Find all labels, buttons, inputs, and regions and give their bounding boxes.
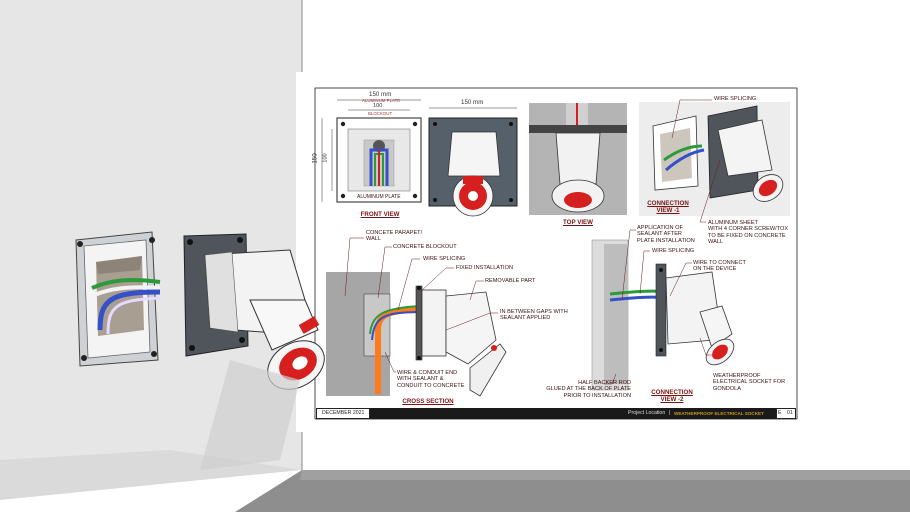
- dim-plate-width: 150 mm: [461, 99, 484, 106]
- titleblock-date: DECEMBER 2021: [322, 410, 365, 416]
- title-front-view: FRONT VIEW: [360, 211, 400, 218]
- title-cross-section: CROSS SECTION: [402, 398, 454, 405]
- socket-shadow: [200, 360, 300, 470]
- dim-width-inner: 100: [373, 103, 383, 109]
- label-wire-conduit-end: WIRE & CONDUIT END WITH SEALANT & CONDUI…: [397, 370, 465, 389]
- dim-height-inner: 100: [322, 153, 329, 163]
- dim-aluminum-plate-small: ALUMINUM PLATE: [362, 98, 401, 103]
- plate-front-view-drawing: [428, 107, 518, 217]
- model-blockout-box: [75, 231, 161, 367]
- dim-blockout-small: BLOCKOUT: [368, 111, 393, 116]
- drawing-frame: [314, 87, 798, 420]
- label-weatherproof-socket: WEATHERPROOF ELECTRICAL SOCKET FOR GONDO…: [713, 373, 786, 392]
- label-removable-part: REMOVABLE PART: [485, 278, 536, 284]
- titleblock-number: 01: [787, 410, 793, 416]
- titleblock-separator: |: [669, 410, 671, 416]
- label-concrete-parapet: CONCETE PARAPET/ WALL: [366, 230, 423, 243]
- titleblock-project: Project Location: [628, 410, 666, 416]
- label-wire-splicing-c2: WIRE SPLICING: [652, 248, 695, 254]
- title-connection-view-2: CONNECTION VIEW -2: [651, 389, 693, 403]
- dim-width-outer: 150 mm: [369, 91, 392, 98]
- cross-section-drawing: [326, 272, 507, 397]
- title-top-view: TOP VIEW: [562, 219, 594, 226]
- titleblock-sheet: E: [778, 410, 782, 416]
- label-fixed-installation: FIXED INSTALLATION: [456, 265, 513, 271]
- titleblock-date-cell: [316, 408, 370, 419]
- model-socket: [204, 249, 325, 390]
- top-view-drawing: [529, 103, 627, 215]
- leader-lines: [344, 99, 721, 385]
- label-half-backer-rod: HALF BACKER ROD GLUED AT THE BACK OF PLA…: [546, 380, 631, 399]
- titleblock-sheet-cell: [776, 408, 796, 419]
- label-sealant-after-plate: APPLICATION OF SEALANT AFTER PLATE INSTA…: [637, 225, 695, 244]
- label-wire-splicing-cs: WIRE SPLICING: [423, 256, 466, 262]
- label-aluminum-sheet: ALUMINUM SHEET WITH 4 CORNER SCREW/TOX T…: [708, 220, 789, 246]
- dim-height-outer: 150: [311, 153, 319, 164]
- label-concrete-blockout: CONCRETE BLOCKOUT: [393, 244, 457, 250]
- title-connection-view-1: CONNECTION VIEW -1: [647, 200, 689, 214]
- front-view-drawing: [321, 99, 422, 203]
- titleblock-title: WEATHERPROOF ELECTRICAL SOCKET: [674, 411, 764, 416]
- title-block: DECEMBER 2021 Project Location | WEATHER…: [316, 408, 796, 419]
- label-wire-splicing-c1: WIRE SPLICING: [714, 96, 757, 102]
- floor-highlight: [300, 470, 910, 480]
- floor: [235, 470, 910, 512]
- label-aluminum-plate: ALUMINUM PLATE: [357, 194, 401, 200]
- connection-view-1-drawing: [639, 102, 790, 216]
- label-wire-to-connect: WIRE TO CONNECT ON THE DEVICE: [693, 260, 746, 273]
- connection-view-2-drawing: [591, 239, 735, 391]
- label-gaps-sealant: IN BETWEEN GAPS WITH SEALANT APPLIED: [500, 309, 568, 322]
